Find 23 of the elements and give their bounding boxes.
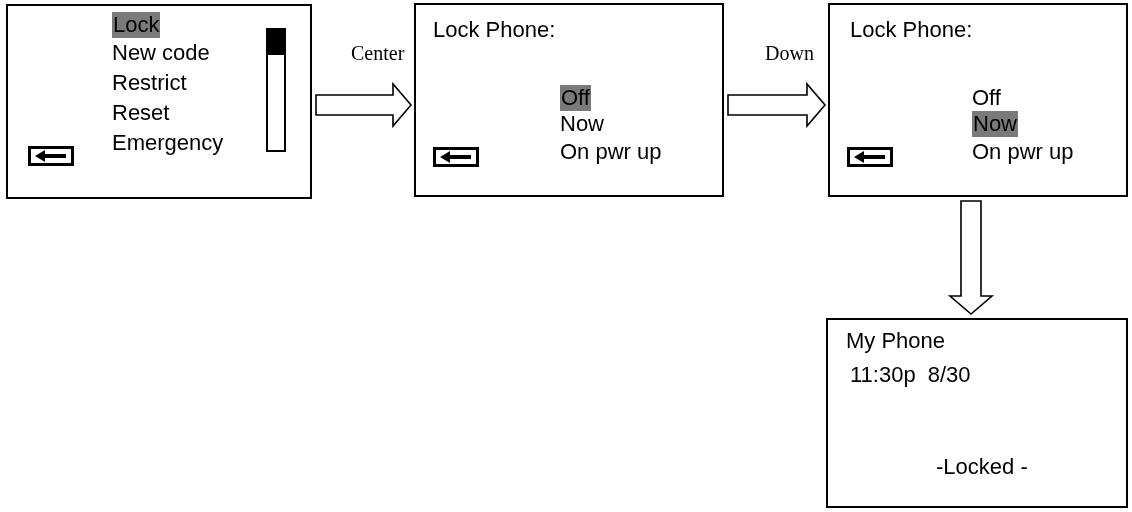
menu-item: On pwr up [972,139,1074,165]
block-arrow [727,81,827,129]
menu-item: Emergency [112,130,224,156]
screen-title: My Phone [846,328,946,354]
menu-item: Now [560,111,604,137]
menu-item: -Locked - [936,454,1028,480]
highlighted-menu-item: Off [560,85,591,111]
phone-screen [6,4,312,199]
menu-item: Reset [112,100,170,126]
phone-screen [414,3,724,197]
menu-item: On pwr up [560,139,662,165]
screen-title: Lock Phone: [433,17,556,43]
highlighted-menu-item: Lock [112,12,161,38]
menu-item: 11:30p 8/30 [850,362,971,388]
menu-item: New code [112,40,210,66]
screen-title: Lock Phone: [850,17,973,43]
menu-item: Off [972,85,1001,111]
block-arrow [947,200,995,316]
phone-screen [826,318,1128,508]
highlighted-menu-item: Now [972,111,1018,137]
phone-screen [828,3,1128,197]
menu-item: Restrict [112,70,187,96]
block-arrow [315,81,413,129]
